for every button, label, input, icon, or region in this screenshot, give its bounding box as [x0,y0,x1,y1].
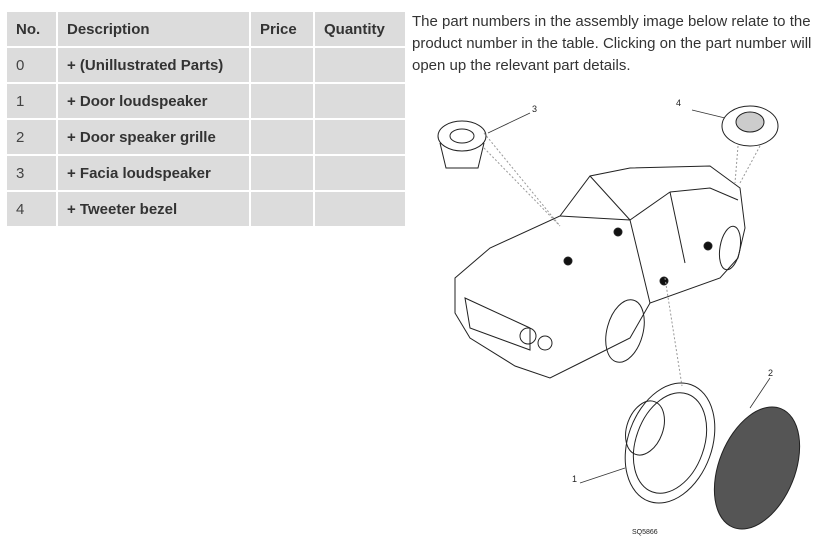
door-loudspeaker-illustration [624,277,716,504]
part-quantity [315,156,405,190]
part-price [251,156,313,190]
header-description: Description [58,12,249,46]
part-price [251,120,313,154]
part-no: 1 [7,84,56,118]
table-row[interactable]: 3+ Facia loudspeaker [7,156,405,190]
part-description-link[interactable]: + (Unillustrated Parts) [58,48,249,82]
part-quantity [315,120,405,154]
table-header-row: No. Description Price Quantity [7,12,405,46]
header-quantity: Quantity [315,12,405,46]
table-row[interactable]: 2+ Door speaker grille [7,120,405,154]
part-description-link[interactable]: + Door speaker grille [58,120,249,154]
diagram-code: SQ5866 [632,529,658,536]
part-quantity [315,192,405,226]
door-speaker-grille-illustration [713,406,801,530]
part-no: 2 [7,120,56,154]
part-description-link[interactable]: + Tweeter bezel [58,192,249,226]
assembly-diagram: 3 4 1 2 SQ5866 [437,98,801,536]
table-row[interactable]: 4+ Tweeter bezel [7,192,405,226]
header-price: Price [251,12,313,46]
parts-table: No. Description Price Quantity 0+ (Unill… [5,10,407,228]
header-no: No. [7,12,56,46]
callout-1[interactable]: 1 [572,474,577,484]
part-no: 4 [7,192,56,226]
table-row[interactable]: 0+ (Unillustrated Parts) [7,48,405,82]
callouts [487,109,771,484]
callout-4[interactable]: 4 [676,98,681,108]
part-quantity [315,84,405,118]
callout-3[interactable]: 3 [532,104,537,114]
part-price [251,48,313,82]
intro-text: The part numbers in the assembly image b… [412,13,812,74]
tweeter-bezel-illustration [721,105,779,184]
callout-2[interactable]: 2 [768,368,773,378]
part-no: 3 [7,156,56,190]
part-quantity [315,48,405,82]
part-no: 0 [7,48,56,82]
part-price [251,84,313,118]
facia-loudspeaker-illustration [437,120,561,227]
part-price [251,192,313,226]
part-description-link[interactable]: + Door loudspeaker [58,84,249,118]
car-illustration [454,165,746,379]
part-description-link[interactable]: + Facia loudspeaker [58,156,249,190]
table-row[interactable]: 1+ Door loudspeaker [7,84,405,118]
